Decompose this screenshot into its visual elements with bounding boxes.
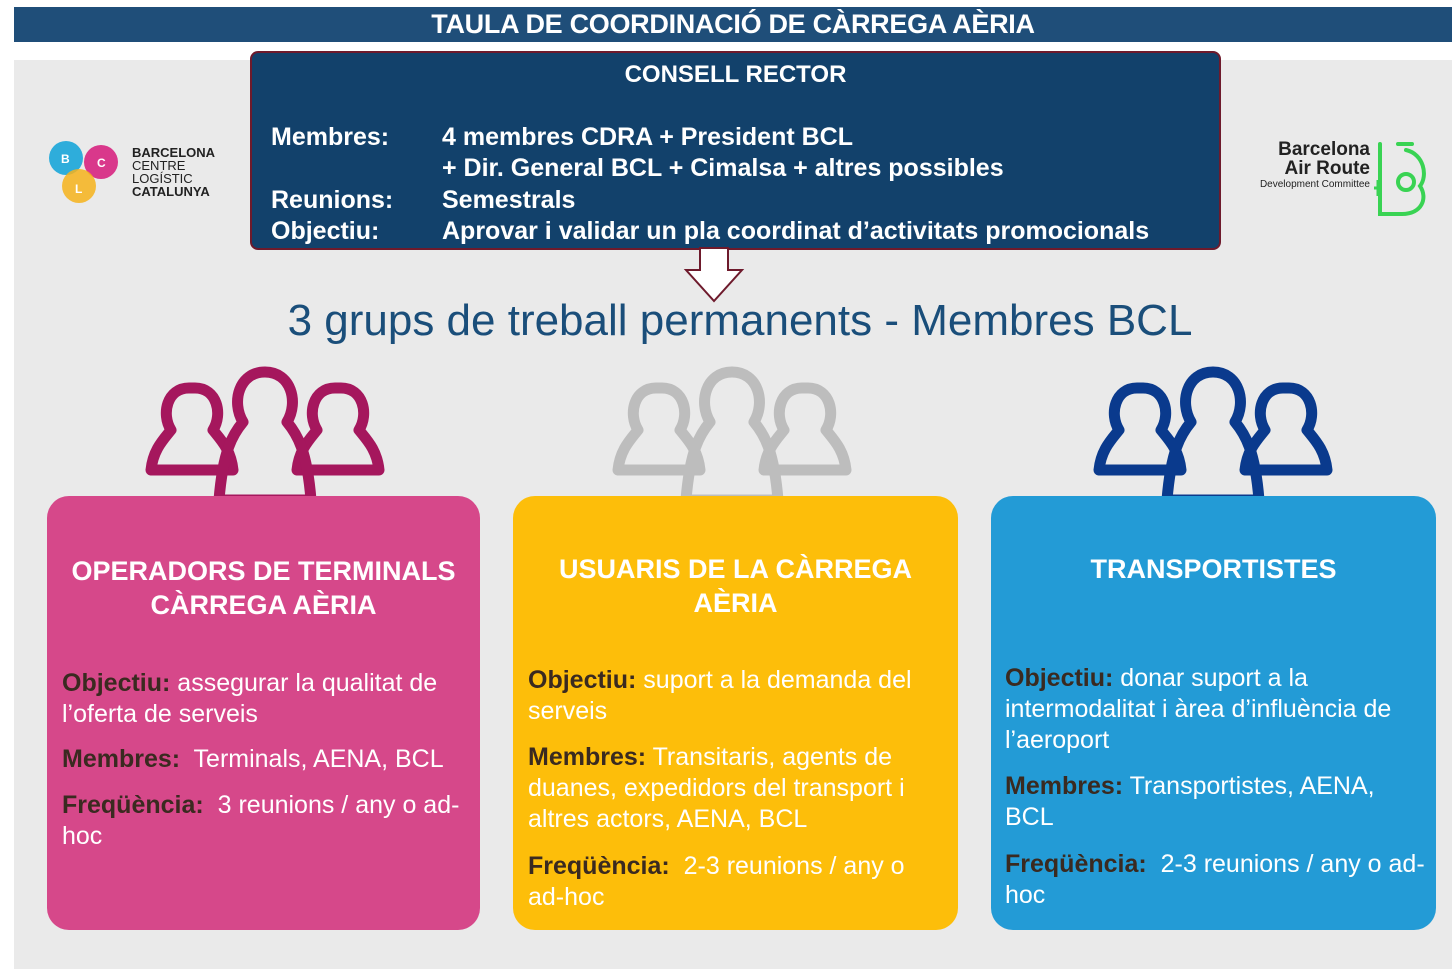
council-title: CONSELL RECTOR xyxy=(624,61,847,88)
bcl-logo: B C L BARCELONA CENTRE LOGÍSTIC CATALUNY… xyxy=(46,140,226,210)
bcl-line-2: CENTRE xyxy=(132,158,186,173)
card-membres: Membres: Terminals, AENA, BCL xyxy=(62,744,467,775)
section-subtitle: 3 grups de treball permanents - Membres … xyxy=(287,296,1193,345)
card-frequencia: Freqüència: 2-3 reunions / any o ad-hoc xyxy=(528,851,943,913)
card-title-line: AÈRIA xyxy=(693,588,778,618)
group-people-icon xyxy=(145,366,385,506)
group-card-usuaris: USUARIS DE LA CÀRREGA AÈRIA Objectiu: su… xyxy=(513,496,958,930)
objectiu-value: suport a la demanda del serveis xyxy=(528,666,912,725)
card-title: OPERADORS DE TERMINALS CÀRREGA AÈRIA xyxy=(47,554,480,622)
membres-value: Transportistes, AENA, BCL xyxy=(1005,772,1375,831)
frequencia-value: 2-3 reunions / any o ad-hoc xyxy=(1005,850,1425,909)
card-title-line: USUARIS DE LA CÀRREGA xyxy=(558,554,913,584)
frequencia-label: Freqüència: xyxy=(1005,850,1147,878)
group-card-operadors: OPERADORS DE TERMINALS CÀRREGA AÈRIA Obj… xyxy=(47,496,480,930)
objectiu-label: Objectiu: xyxy=(528,666,637,694)
bcl-letter-c: C xyxy=(97,156,106,170)
card-frequencia: Freqüència: 3 reunions / any o ad-hoc xyxy=(62,790,467,852)
air-route-line-3: Development Committee xyxy=(1259,179,1370,190)
bcl-logo-icon: B C L xyxy=(49,141,118,203)
card-title-line: TRANSPORTISTES xyxy=(1090,554,1337,584)
membres-value: Terminals, AENA, BCL xyxy=(193,745,444,773)
objectiu-value: donar suport a la intermodalitat i àrea … xyxy=(1005,664,1392,754)
card-frequencia: Freqüència: 2-3 reunions / any o ad-hoc xyxy=(1005,849,1430,911)
bcl-line-4: CATALUNYA xyxy=(132,184,210,199)
objectiu-value: assegurar la qualitat de l’oferta de ser… xyxy=(62,669,438,728)
membres-value: Transitaris, agents de duanes, expedidor… xyxy=(528,743,905,833)
council-value-reunions: Semestrals xyxy=(442,186,576,214)
objectiu-label: Objectiu: xyxy=(1005,664,1114,692)
page-title: TAULA DE COORDINACIÓ DE CÀRREGA AÈRIA xyxy=(14,7,1452,42)
council-value-membres-2: + Dir. General BCL + Cimalsa + altres po… xyxy=(442,154,1004,182)
frequencia-value: 2-3 reunions / any o ad-hoc xyxy=(528,852,905,911)
membres-label: Membres: xyxy=(528,743,647,771)
bcl-letter-l: L xyxy=(75,182,82,196)
card-objectiu: Objectiu: donar suport a la intermodalit… xyxy=(1005,663,1430,756)
frequencia-label: Freqüència: xyxy=(528,852,670,880)
bcl-line-3: LOGÍSTIC xyxy=(132,171,193,186)
bcl-logo-text: BARCELONA CENTRE LOGÍSTIC CATALUNYA xyxy=(132,146,215,198)
barcelona-air-route-logo: Barcelona Air Route Development Committe… xyxy=(1250,140,1435,220)
card-title-line: CÀRREGA AÈRIA xyxy=(150,590,377,620)
air-route-line-2: Air Route xyxy=(1284,158,1371,179)
council-value-membres-1: 4 membres CDRA + President BCL xyxy=(442,123,853,151)
card-membres: Membres: Transitaris, agents de duanes, … xyxy=(528,742,943,835)
membres-label: Membres: xyxy=(62,745,181,773)
card-membres: Membres: Transportistes, AENA, BCL xyxy=(1005,771,1430,833)
card-title: USUARIS DE LA CÀRREGA AÈRIA xyxy=(513,552,958,620)
air-route-line-1: Barcelona xyxy=(1278,139,1370,160)
card-objectiu: Objectiu: suport a la demanda del servei… xyxy=(528,665,943,727)
membres-label: Membres: xyxy=(1005,772,1124,800)
down-arrow-icon xyxy=(683,247,745,303)
air-route-logo-text: Barcelona Air Route Development Committe… xyxy=(1250,140,1370,192)
frequencia-value: 3 reunions / any o ad-hoc xyxy=(62,791,460,850)
objectiu-label: Objectiu: xyxy=(62,669,171,697)
group-people-icon xyxy=(1093,366,1333,506)
card-objectiu: Objectiu: assegurar la qualitat de l’ofe… xyxy=(62,668,467,730)
group-card-transportistes: TRANSPORTISTES Objectiu: donar suport a … xyxy=(991,496,1436,930)
council-label-reunions: Reunions: xyxy=(271,186,394,214)
council-label-membres: Membres: xyxy=(271,123,390,151)
card-title-line: OPERADORS DE TERMINALS xyxy=(71,556,456,586)
bcl-line-1: BARCELONA xyxy=(132,145,216,160)
card-title: TRANSPORTISTES xyxy=(991,552,1436,586)
bcl-letter-b: B xyxy=(61,152,70,166)
group-people-icon xyxy=(612,366,852,506)
council-value-objectiu: Aprovar i validar un pla coordinat d’act… xyxy=(442,217,1150,245)
consell-rector-box: CONSELL RECTOR Membres: 4 membres CDRA +… xyxy=(250,51,1221,250)
air-route-b-icon xyxy=(1374,142,1426,216)
council-label-objectiu: Objectiu: xyxy=(271,217,380,245)
frequencia-label: Freqüència: xyxy=(62,791,204,819)
